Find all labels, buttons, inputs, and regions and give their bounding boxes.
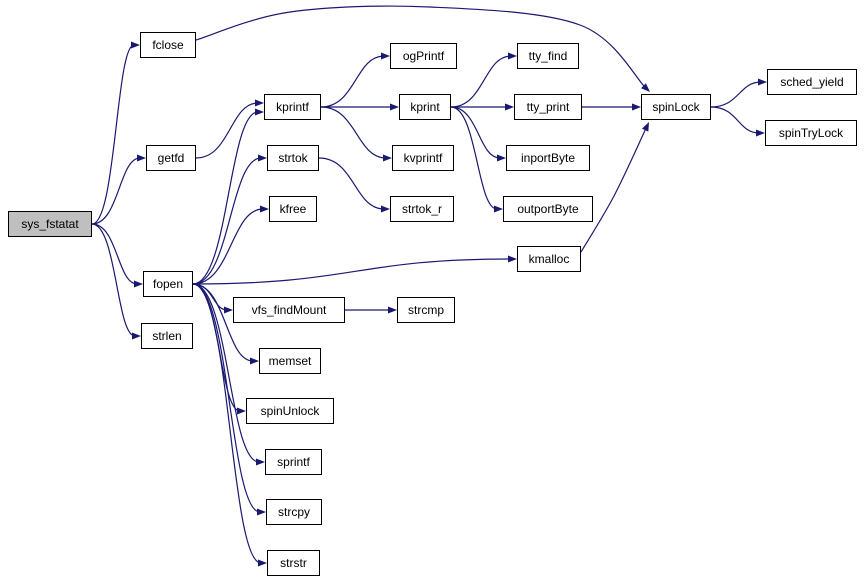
arrowhead-tty_print-to-spinLock [632,103,641,111]
edge-kprint-to-outportByte [450,106,498,210]
edge-sys_fstatat-to-fopen [91,223,138,285]
node-strtok[interactable]: strtok [267,145,319,171]
arrowhead-spinLock-to-sched_yield [758,78,767,86]
arrowhead-spinLock-to-spinTryLock [756,129,765,137]
node-spinLock[interactable]: spinLock [641,94,711,120]
edge-fopen-to-kmalloc [192,258,512,285]
edge-fopen-to-strstr [192,283,262,564]
edge-fopen-to-kfree [192,208,264,285]
arrowhead-kprint-to-tty_print [505,103,514,111]
arrowhead-fopen-to-kmalloc [508,255,517,263]
node-kprint[interactable]: kprint [399,94,451,120]
arrowhead-fopen-to-vfs_findMount [224,306,233,314]
arrowhead-kprintf-to-ogPrintf [381,52,390,60]
node-strcmp[interactable]: strcmp [397,297,455,323]
edge-spinLock-to-sched_yield [710,81,762,108]
arrowhead-fopen-to-kprintf [255,108,264,116]
arrowhead-fopen-to-sprintf [256,458,265,466]
arrowhead-fopen-to-strtok [258,154,267,162]
node-fopen[interactable]: fopen [143,271,193,297]
edge-fopen-to-kprintf [192,111,259,285]
edge-spinLock-to-spinTryLock [710,106,760,134]
edge-strtok-to-strtok_r [318,157,385,210]
node-sprintf[interactable]: sprintf [265,449,322,475]
node-ogPrintf[interactable]: ogPrintf [390,43,457,69]
arrowhead-sys_fstatat-to-fopen [134,280,143,288]
edge-fclose-to-spinLock [195,5,647,89]
node-outportByte[interactable]: outportByte [503,196,593,222]
node-strcpy[interactable]: strcpy [266,499,322,525]
arrowhead-sys_fstatat-to-getfd [137,154,146,162]
edge-sys_fstatat-to-fclose [91,44,135,225]
node-strstr[interactable]: strstr [267,550,320,576]
arrowhead-vfs_findMount-to-strcmp [388,306,397,314]
edge-fopen-to-memset [192,283,254,362]
node-inportByte[interactable]: inportByte [506,145,590,171]
node-tty_print[interactable]: tty_print [514,94,582,120]
edge-kprintf-to-kvprintf [320,106,387,159]
arrowhead-kprintf-to-kvprintf [383,154,392,162]
arrowhead-kmalloc-to-spinLock [641,122,649,132]
node-kprintf[interactable]: kprintf [264,94,321,120]
edge-kprint-to-inportByte [450,106,501,159]
arrowhead-getfd-to-kprintf [255,99,264,107]
node-fclose[interactable]: fclose [140,32,196,58]
node-kfree[interactable]: kfree [269,196,317,222]
node-sys_fstatat: sys_fstatat [8,211,92,237]
arrowhead-fopen-to-memset [250,357,259,365]
node-kvprintf[interactable]: kvprintf [392,145,454,171]
node-spinUnlock[interactable]: spinUnlock [246,398,334,424]
edge-sys_fstatat-to-getfd [91,157,141,225]
arrowhead-fopen-to-strcpy [257,508,266,516]
node-sched_yield[interactable]: sched_yield [767,69,857,95]
arrowhead-fopen-to-strstr [258,559,267,567]
edge-fopen-to-sprintf [192,283,260,463]
edge-kprint-to-tty_find [450,55,512,108]
edge-fopen-to-strcpy [192,283,261,513]
arrowhead-kprint-to-tty_find [508,52,517,60]
node-spinTryLock[interactable]: spinTryLock [765,120,857,146]
arrowhead-fclose-to-spinLock [641,83,650,92]
arrowhead-sys_fstatat-to-strlen [132,332,141,340]
arrowhead-kprint-to-inportByte [497,154,506,162]
node-tty_find[interactable]: tty_find [517,43,579,69]
edge-kmalloc-to-spinLock [580,127,647,253]
node-strlen[interactable]: strlen [141,323,193,349]
arrowhead-kprint-to-outportByte [494,205,503,213]
arrowhead-fopen-to-kfree [260,205,269,213]
arrowhead-fopen-to-spinUnlock [237,407,246,415]
arrowhead-strtok-to-strtok_r [381,205,390,213]
node-vfs_findMount[interactable]: vfs_findMount [233,297,345,323]
edge-kprintf-to-ogPrintf [320,55,385,108]
edge-fopen-to-strtok [192,157,262,285]
arrowhead-kprintf-to-kprint [390,103,399,111]
edge-sys_fstatat-to-strlen [91,223,136,337]
node-strtok_r[interactable]: strtok_r [390,196,454,222]
node-getfd[interactable]: getfd [146,145,196,171]
node-kmalloc[interactable]: kmalloc [517,246,581,272]
edge-getfd-to-kprintf [195,102,259,159]
node-memset[interactable]: memset [259,348,321,374]
arrowhead-sys_fstatat-to-fclose [131,41,140,49]
